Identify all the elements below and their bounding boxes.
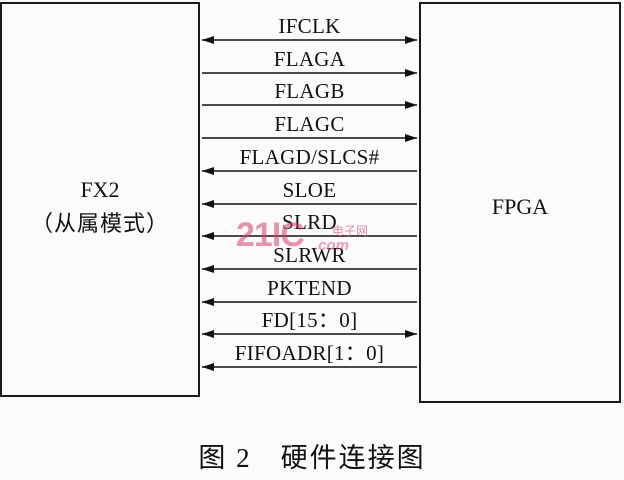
signal-label-3: FLAGC xyxy=(274,112,345,136)
figure-caption: 图 2 硬件连接图 xyxy=(198,443,426,473)
fx2-name: FX2 xyxy=(80,177,120,202)
fx2-block: FX2 （从属模式） xyxy=(0,2,200,397)
fpga-name: FPGA xyxy=(491,194,549,219)
signal-line-8 xyxy=(202,298,417,306)
signal-label-2: FLAGB xyxy=(274,79,345,103)
signal-label-10: FIFOADR[1：0] xyxy=(234,341,385,365)
signal-label-8: PKTEND xyxy=(267,276,352,300)
signal-label-1: FLAGA xyxy=(273,47,346,71)
signal-label-9: FD[15：0] xyxy=(261,308,358,332)
signal-label-7: SLRWR xyxy=(273,243,346,267)
fpga-block: FPGA xyxy=(419,2,621,403)
signal-label-0: IFCLK xyxy=(278,14,341,38)
signal-line-7 xyxy=(202,265,417,273)
signal-line-5 xyxy=(202,200,417,208)
signal-label-6: SLRD xyxy=(282,210,337,234)
signal-label-4: FLAGD/SLCS# xyxy=(239,145,380,169)
signal-line-9 xyxy=(202,330,417,338)
signal-line-1 xyxy=(202,69,417,77)
signal-label-5: SLOE xyxy=(282,178,337,202)
signal-line-2 xyxy=(202,101,417,109)
fx2-mode: （从属模式） xyxy=(30,211,169,236)
signal-line-4 xyxy=(202,167,417,175)
signal-line-10 xyxy=(202,363,417,371)
signal-line-3 xyxy=(202,134,417,142)
signal-line-6 xyxy=(202,232,417,240)
signal-line-0 xyxy=(202,36,417,44)
